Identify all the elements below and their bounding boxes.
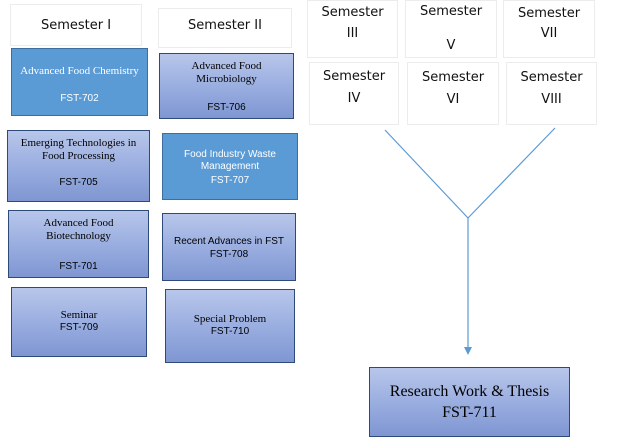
course-fst-701: Advanced Food Biotechnology FST-701 bbox=[8, 210, 149, 278]
semester-iii-header: Semester III bbox=[307, 0, 398, 58]
semester-iv-number: IV bbox=[347, 91, 361, 106]
thesis-box: Research Work & Thesis FST-711 bbox=[369, 367, 570, 437]
course-title: Advanced Food Microbiology bbox=[191, 60, 262, 86]
course-title: Seminar bbox=[60, 309, 98, 321]
semester-iv-header: Semester IV bbox=[309, 62, 399, 125]
course-title: Recent Advances in FST bbox=[173, 236, 285, 247]
semester-vi-word: Semester bbox=[421, 70, 485, 85]
course-fst-709: Seminar FST-709 bbox=[11, 287, 147, 357]
course-fst-710: Special Problem FST-710 bbox=[165, 289, 295, 363]
semester-vii-header: Semester VII bbox=[503, 0, 595, 58]
course-code: FST-701 bbox=[59, 261, 98, 272]
course-code: FST-706 bbox=[207, 102, 246, 113]
course-title: Emerging Technologies in Food Processing bbox=[20, 137, 137, 163]
course-code: FST-709 bbox=[59, 322, 99, 333]
semester-iii-number: III bbox=[346, 26, 359, 41]
course-title: Advanced Food Biotechnology bbox=[43, 217, 114, 243]
course-title: Food Industry Waste Management bbox=[184, 149, 276, 172]
semester-viii-word: Semester bbox=[520, 70, 583, 85]
course-fst-707: Food Industry Waste Management FST-707 bbox=[162, 133, 298, 200]
course-title: Advanced Food Chemistry bbox=[20, 65, 139, 77]
course-code: FST-710 bbox=[210, 326, 250, 337]
left-branch-line bbox=[384, 129, 469, 219]
right-branch-line bbox=[467, 127, 556, 219]
semester-vi-number: VI bbox=[446, 92, 460, 107]
semester-i-label: Semester I bbox=[40, 18, 112, 33]
course-code: FST-708 bbox=[209, 249, 249, 260]
semester-vii-word: Semester bbox=[517, 6, 581, 21]
course-fst-706: Advanced Food Microbiology FST-706 bbox=[159, 53, 294, 119]
course-title: Special Problem bbox=[193, 313, 267, 325]
semester-iii-word: Semester bbox=[321, 5, 384, 20]
semester-ii-label: Semester II bbox=[188, 18, 262, 33]
course-code: FST-702 bbox=[60, 93, 99, 104]
semester-vii-number: VII bbox=[540, 26, 558, 41]
course-fst-702: Advanced Food Chemistry FST-702 bbox=[11, 48, 148, 116]
semester-v-header: Semester V bbox=[405, 0, 497, 58]
course-fst-708: Recent Advances in FST FST-708 bbox=[162, 213, 296, 281]
thesis-code: FST-711 bbox=[442, 404, 497, 421]
semester-v-word: Semester bbox=[419, 4, 483, 19]
semester-v-number: V bbox=[446, 38, 456, 53]
semester-vi-header: Semester VI bbox=[407, 62, 499, 125]
semester-ii-header: Semester II bbox=[158, 8, 292, 48]
semester-viii-header: Semester VIII bbox=[506, 62, 597, 125]
semester-viii-number: VIII bbox=[541, 92, 562, 107]
semester-i-header: Semester I bbox=[10, 4, 142, 46]
course-code: FST-707 bbox=[210, 175, 250, 186]
thesis-title: Research Work & Thesis bbox=[389, 383, 550, 400]
course-code: FST-705 bbox=[59, 177, 98, 188]
semester-iv-word: Semester bbox=[322, 69, 386, 84]
arrow-head bbox=[464, 347, 472, 355]
course-fst-705: Emerging Technologies in Food Processing… bbox=[7, 130, 150, 202]
